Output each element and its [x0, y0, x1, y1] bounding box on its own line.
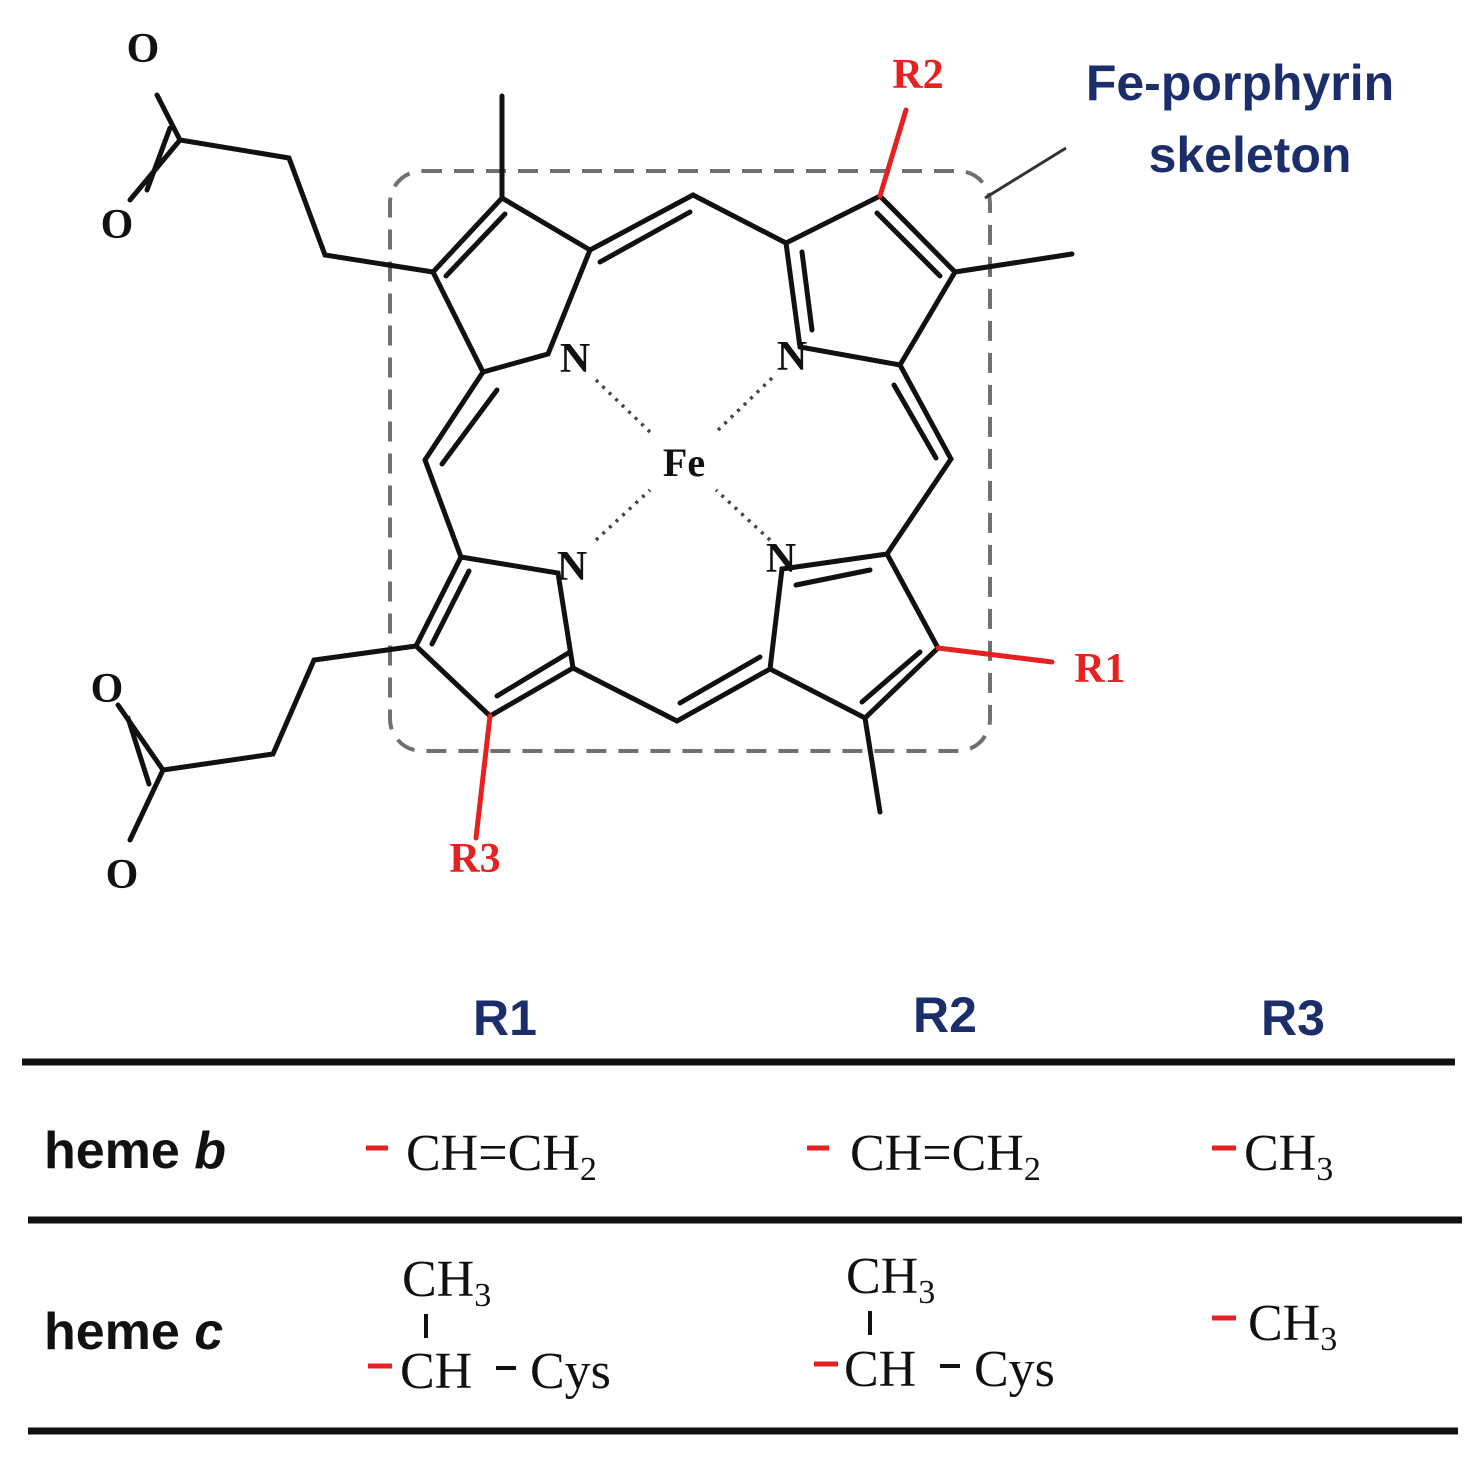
r1-bond: [935, 645, 1055, 665]
heme-b-r2-formula: CH=CH2: [850, 1125, 1041, 1188]
skeleton-label-pointer: [984, 146, 1067, 200]
iron-label: Fe: [663, 440, 705, 485]
skeleton-caption-line1: Fe-porphyrin: [1086, 55, 1394, 111]
heme-c-r2-ch: CH: [844, 1341, 916, 1398]
row-label-heme-b: heme b: [44, 1122, 226, 1180]
column-header-r3: R3: [1261, 990, 1325, 1046]
skeleton-caption-line2: skeleton: [1149, 127, 1352, 183]
heme-c-r1-ch: CH: [400, 1343, 472, 1400]
r3-label: R3: [449, 836, 500, 882]
heme-c-r3-formula: CH3: [1248, 1295, 1337, 1358]
porphyrin-bonds: [115, 92, 1075, 843]
heme-c-r2-methyl: CH3: [846, 1248, 935, 1311]
nitrogen-label: N: [557, 544, 587, 590]
porphyrin-skeleton-frame: [388, 169, 992, 753]
heme-c-r2-cys: Cys: [974, 1341, 1055, 1398]
r2-label: R2: [892, 52, 943, 98]
heme-c-r1-methyl: CH3: [402, 1251, 491, 1314]
nitrogen-label: N: [777, 334, 807, 380]
heme-b-r3-formula: CH3: [1244, 1125, 1333, 1188]
fe-coordination-bonds: [594, 376, 774, 542]
nitrogen-label: N: [766, 536, 796, 582]
substituent-table: R1 R2 R3 heme b CH=CH2 CH=CH2 CH3 heme c…: [22, 987, 1462, 1435]
oxygen-label: O: [127, 26, 160, 72]
heme-b-r1-formula: CH=CH2: [406, 1125, 597, 1188]
r1-label: R1: [1074, 646, 1125, 692]
column-header-r2: R2: [913, 987, 977, 1043]
column-header-r1: R1: [473, 990, 537, 1046]
oxygen-label: O: [101, 202, 134, 248]
row-label-heme-c: heme c: [44, 1303, 223, 1361]
oxygen-label: O: [106, 852, 139, 898]
heme-c-r1-cys: Cys: [530, 1343, 611, 1400]
r3-bond: [473, 713, 493, 841]
r2-bond: [877, 107, 909, 199]
nitrogen-label: N: [560, 336, 590, 382]
oxygen-label: O: [91, 666, 124, 712]
